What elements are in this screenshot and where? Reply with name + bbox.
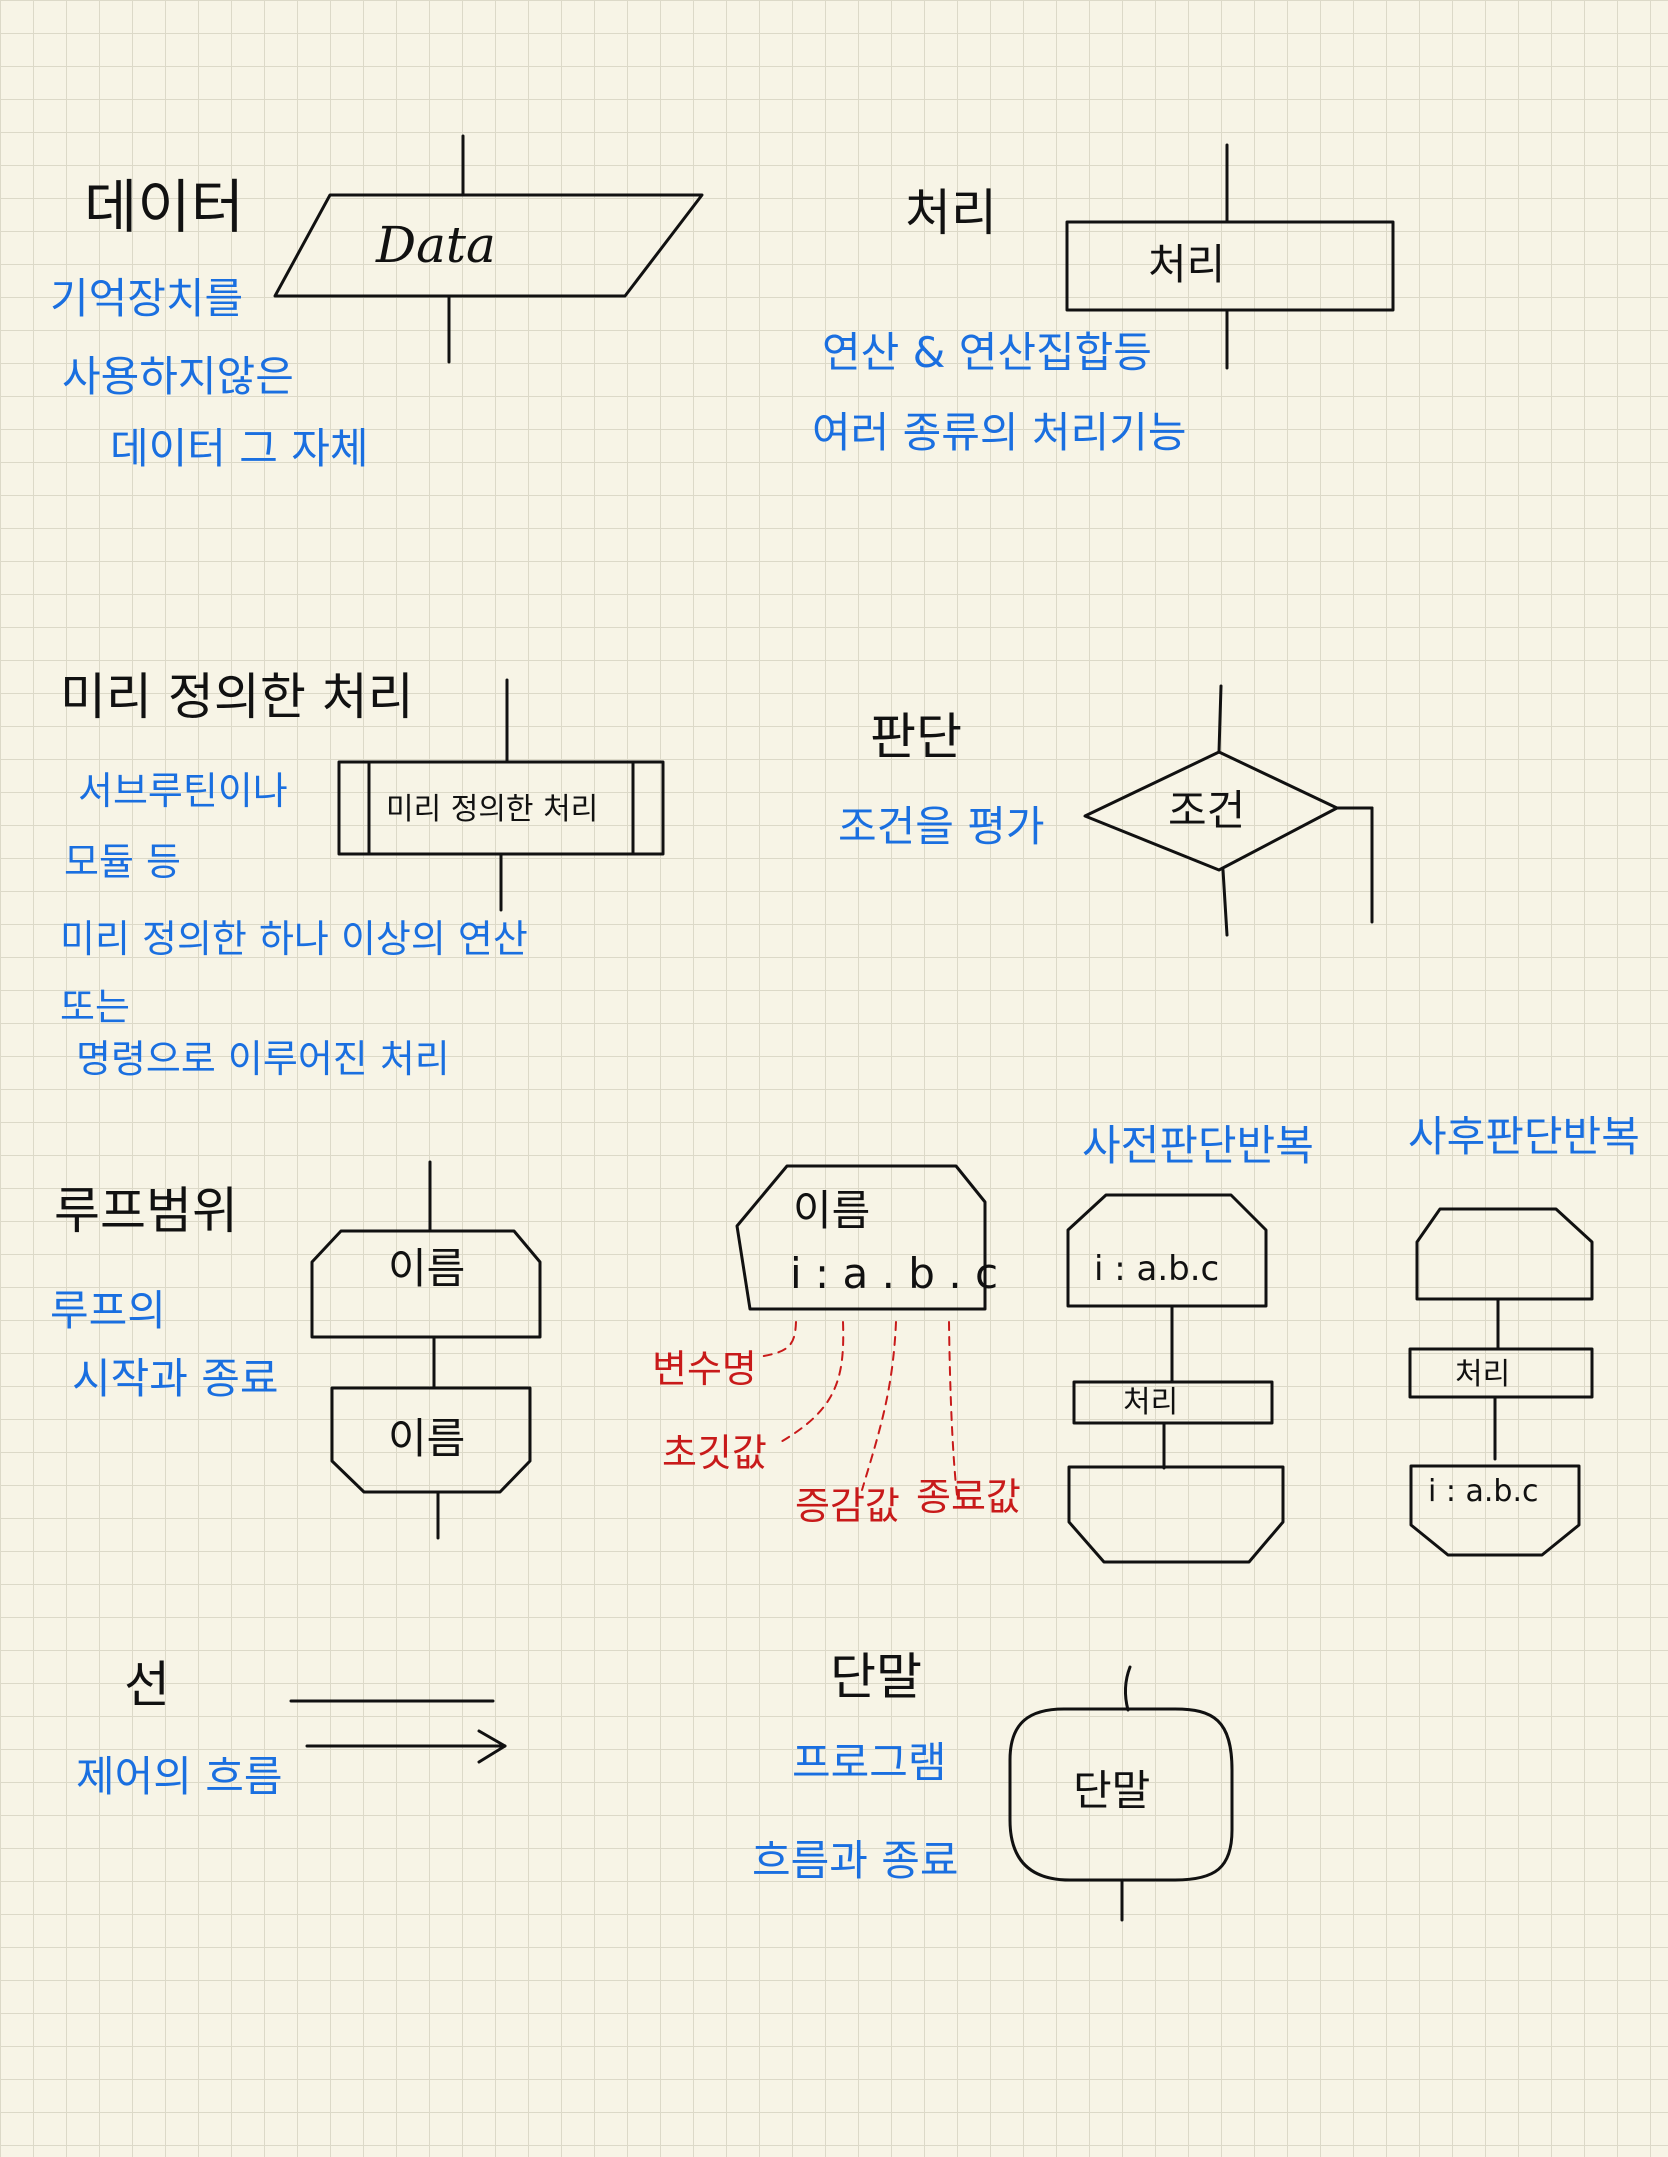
decision-symbol bbox=[1083, 684, 1374, 937]
loop-detail-params-label: i : a . b . c bbox=[790, 1249, 999, 1298]
predefined-note-4: 또는 bbox=[60, 985, 130, 1029]
pre-test-params-label: i : a.b.c bbox=[1094, 1249, 1220, 1289]
predefined-note-2: 모듈 등 bbox=[64, 840, 181, 884]
loop-range-symbol bbox=[310, 1160, 542, 1540]
annotation-increment-value: 증감값 bbox=[795, 1484, 900, 1528]
data-title: 데이터 bbox=[84, 173, 245, 241]
process-title: 처리 bbox=[905, 184, 997, 242]
loop-bottom-label: 이름 bbox=[388, 1414, 466, 1463]
terminal-symbol bbox=[1008, 1665, 1234, 1922]
predefined-note-3: 미리 정의한 하나 이상의 연산 bbox=[60, 917, 528, 961]
process-note-2: 여러 종류의 처리기능 bbox=[812, 408, 1187, 457]
post-test-params-label: i : a.b.c bbox=[1428, 1474, 1539, 1509]
decision-note-1: 조건을 평가 bbox=[838, 802, 1045, 851]
line-note-1: 제어의 흐름 bbox=[76, 1752, 283, 1801]
post-test-loop-symbol bbox=[1408, 1207, 1594, 1557]
decision-title: 판단 bbox=[870, 708, 962, 766]
predefined-note-1: 서브루틴이나 bbox=[78, 769, 288, 813]
pre-test-process-label: 처리 bbox=[1123, 1385, 1179, 1420]
loop-top-label: 이름 bbox=[388, 1244, 466, 1293]
predefined-process-symbol bbox=[337, 678, 665, 912]
terminal-note-2: 흐름과 종료 bbox=[752, 1836, 959, 1885]
data-shape-label: Data bbox=[376, 216, 496, 274]
data-note-2: 사용하지않은 bbox=[62, 352, 294, 401]
process-symbol bbox=[1065, 143, 1395, 370]
loop-detail-name-label: 이름 bbox=[793, 1186, 871, 1235]
terminal-shape-label: 단말 bbox=[1073, 1766, 1151, 1815]
line-title: 선 bbox=[124, 1656, 170, 1714]
data-note-3: 데이터 그 자체 bbox=[110, 424, 369, 473]
loop-note-1: 루프의 bbox=[50, 1286, 166, 1335]
terminal-title: 단말 bbox=[830, 1648, 922, 1706]
loop-detail-symbol bbox=[735, 1164, 987, 1311]
annotation-initial-value: 초깃값 bbox=[662, 1431, 767, 1475]
post-test-process-label: 처리 bbox=[1455, 1357, 1511, 1392]
predefined-note-5: 명령으로 이루어진 처리 bbox=[76, 1037, 450, 1081]
process-note-1: 연산 & 연산집합등 bbox=[822, 328, 1152, 377]
terminal-note-1: 프로그램 bbox=[792, 1738, 947, 1787]
loop-title: 루프범위 bbox=[54, 1182, 238, 1240]
flow-line-symbol bbox=[289, 1699, 507, 1764]
pre-test-loop-symbol bbox=[1066, 1193, 1285, 1564]
annotation-end-value: 종료값 bbox=[916, 1475, 1021, 1519]
predefined-title: 미리 정의한 처리 bbox=[60, 668, 414, 726]
annotation-variable-name: 변수명 bbox=[652, 1347, 757, 1391]
decision-shape-label: 조건 bbox=[1168, 786, 1246, 835]
post-test-title: 사후판단반복 bbox=[1408, 1112, 1640, 1161]
annotation-leaders bbox=[757, 1321, 958, 1496]
data-note-1: 기억장치를 bbox=[50, 274, 244, 323]
pre-test-title: 사전판단반복 bbox=[1082, 1121, 1314, 1170]
data-symbol bbox=[273, 134, 704, 364]
loop-note-2: 시작과 종료 bbox=[72, 1354, 279, 1403]
predefined-shape-label: 미리 정의한 처리 bbox=[386, 792, 599, 827]
process-shape-label: 처리 bbox=[1148, 240, 1226, 289]
